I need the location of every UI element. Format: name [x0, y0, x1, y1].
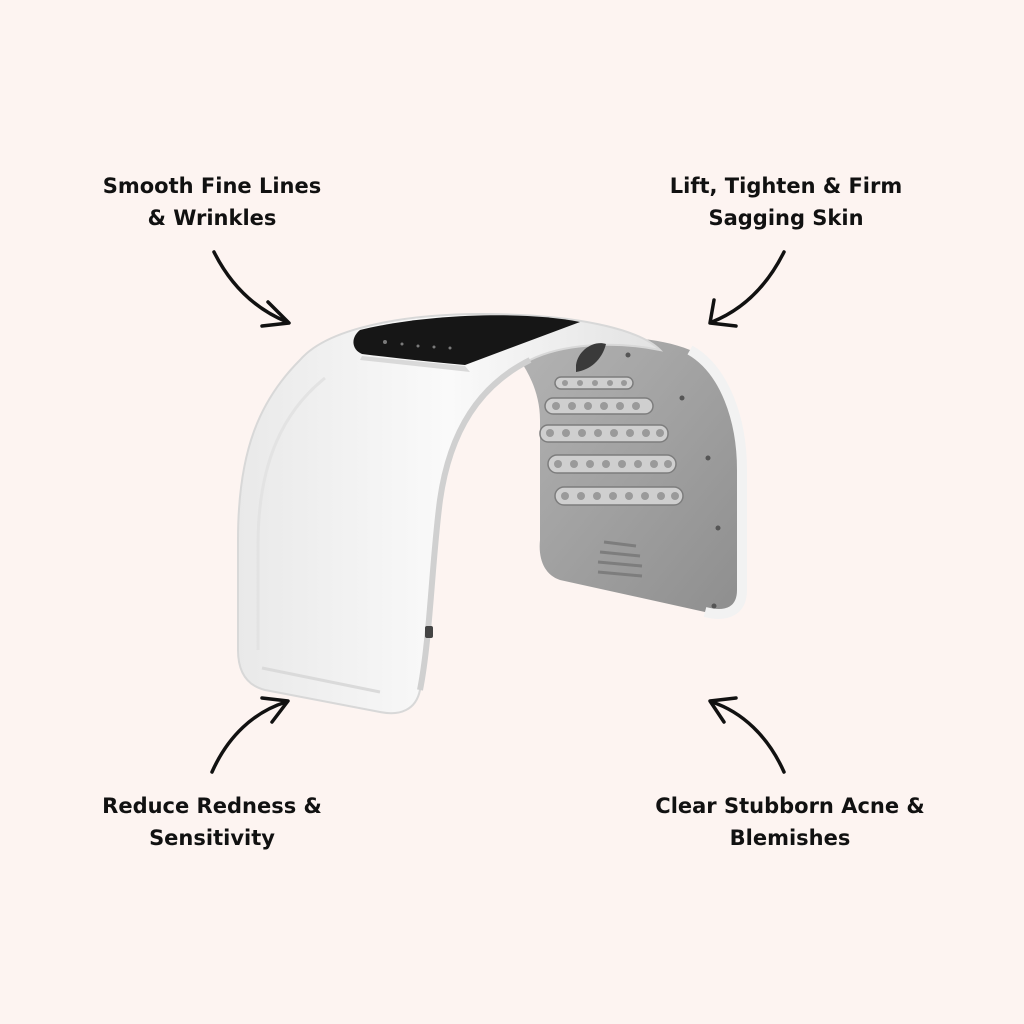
arrow-bottom-left-icon	[210, 696, 290, 774]
callout-reduce-redness: Reduce Redness & Sensitivity	[52, 790, 372, 854]
arrow-bottom-right-icon	[708, 696, 786, 774]
callout-line: Blemishes	[729, 826, 851, 850]
control-panel	[353, 315, 580, 365]
led-rows	[539, 376, 684, 506]
callout-lift-tighten: Lift, Tighten & Firm Sagging Skin	[626, 170, 946, 234]
callout-clear-acne: Clear Stubborn Acne & Blemishes	[630, 790, 950, 854]
callout-line: & Wrinkles	[147, 206, 277, 230]
arrow-top-left-icon	[212, 250, 291, 328]
callout-line: Lift, Tighten & Firm	[669, 174, 903, 198]
vent-slots	[597, 540, 643, 578]
arrow-top-right-icon	[708, 250, 786, 328]
callout-line: Reduce Redness &	[102, 794, 322, 818]
callout-line: Sensitivity	[149, 826, 275, 850]
callout-line: Smooth Fine Lines	[102, 174, 322, 198]
callout-line: Sagging Skin	[708, 206, 864, 230]
callout-smooth-fine-lines: Smooth Fine Lines & Wrinkles	[52, 170, 372, 234]
callout-line: Clear Stubborn Acne &	[655, 794, 925, 818]
